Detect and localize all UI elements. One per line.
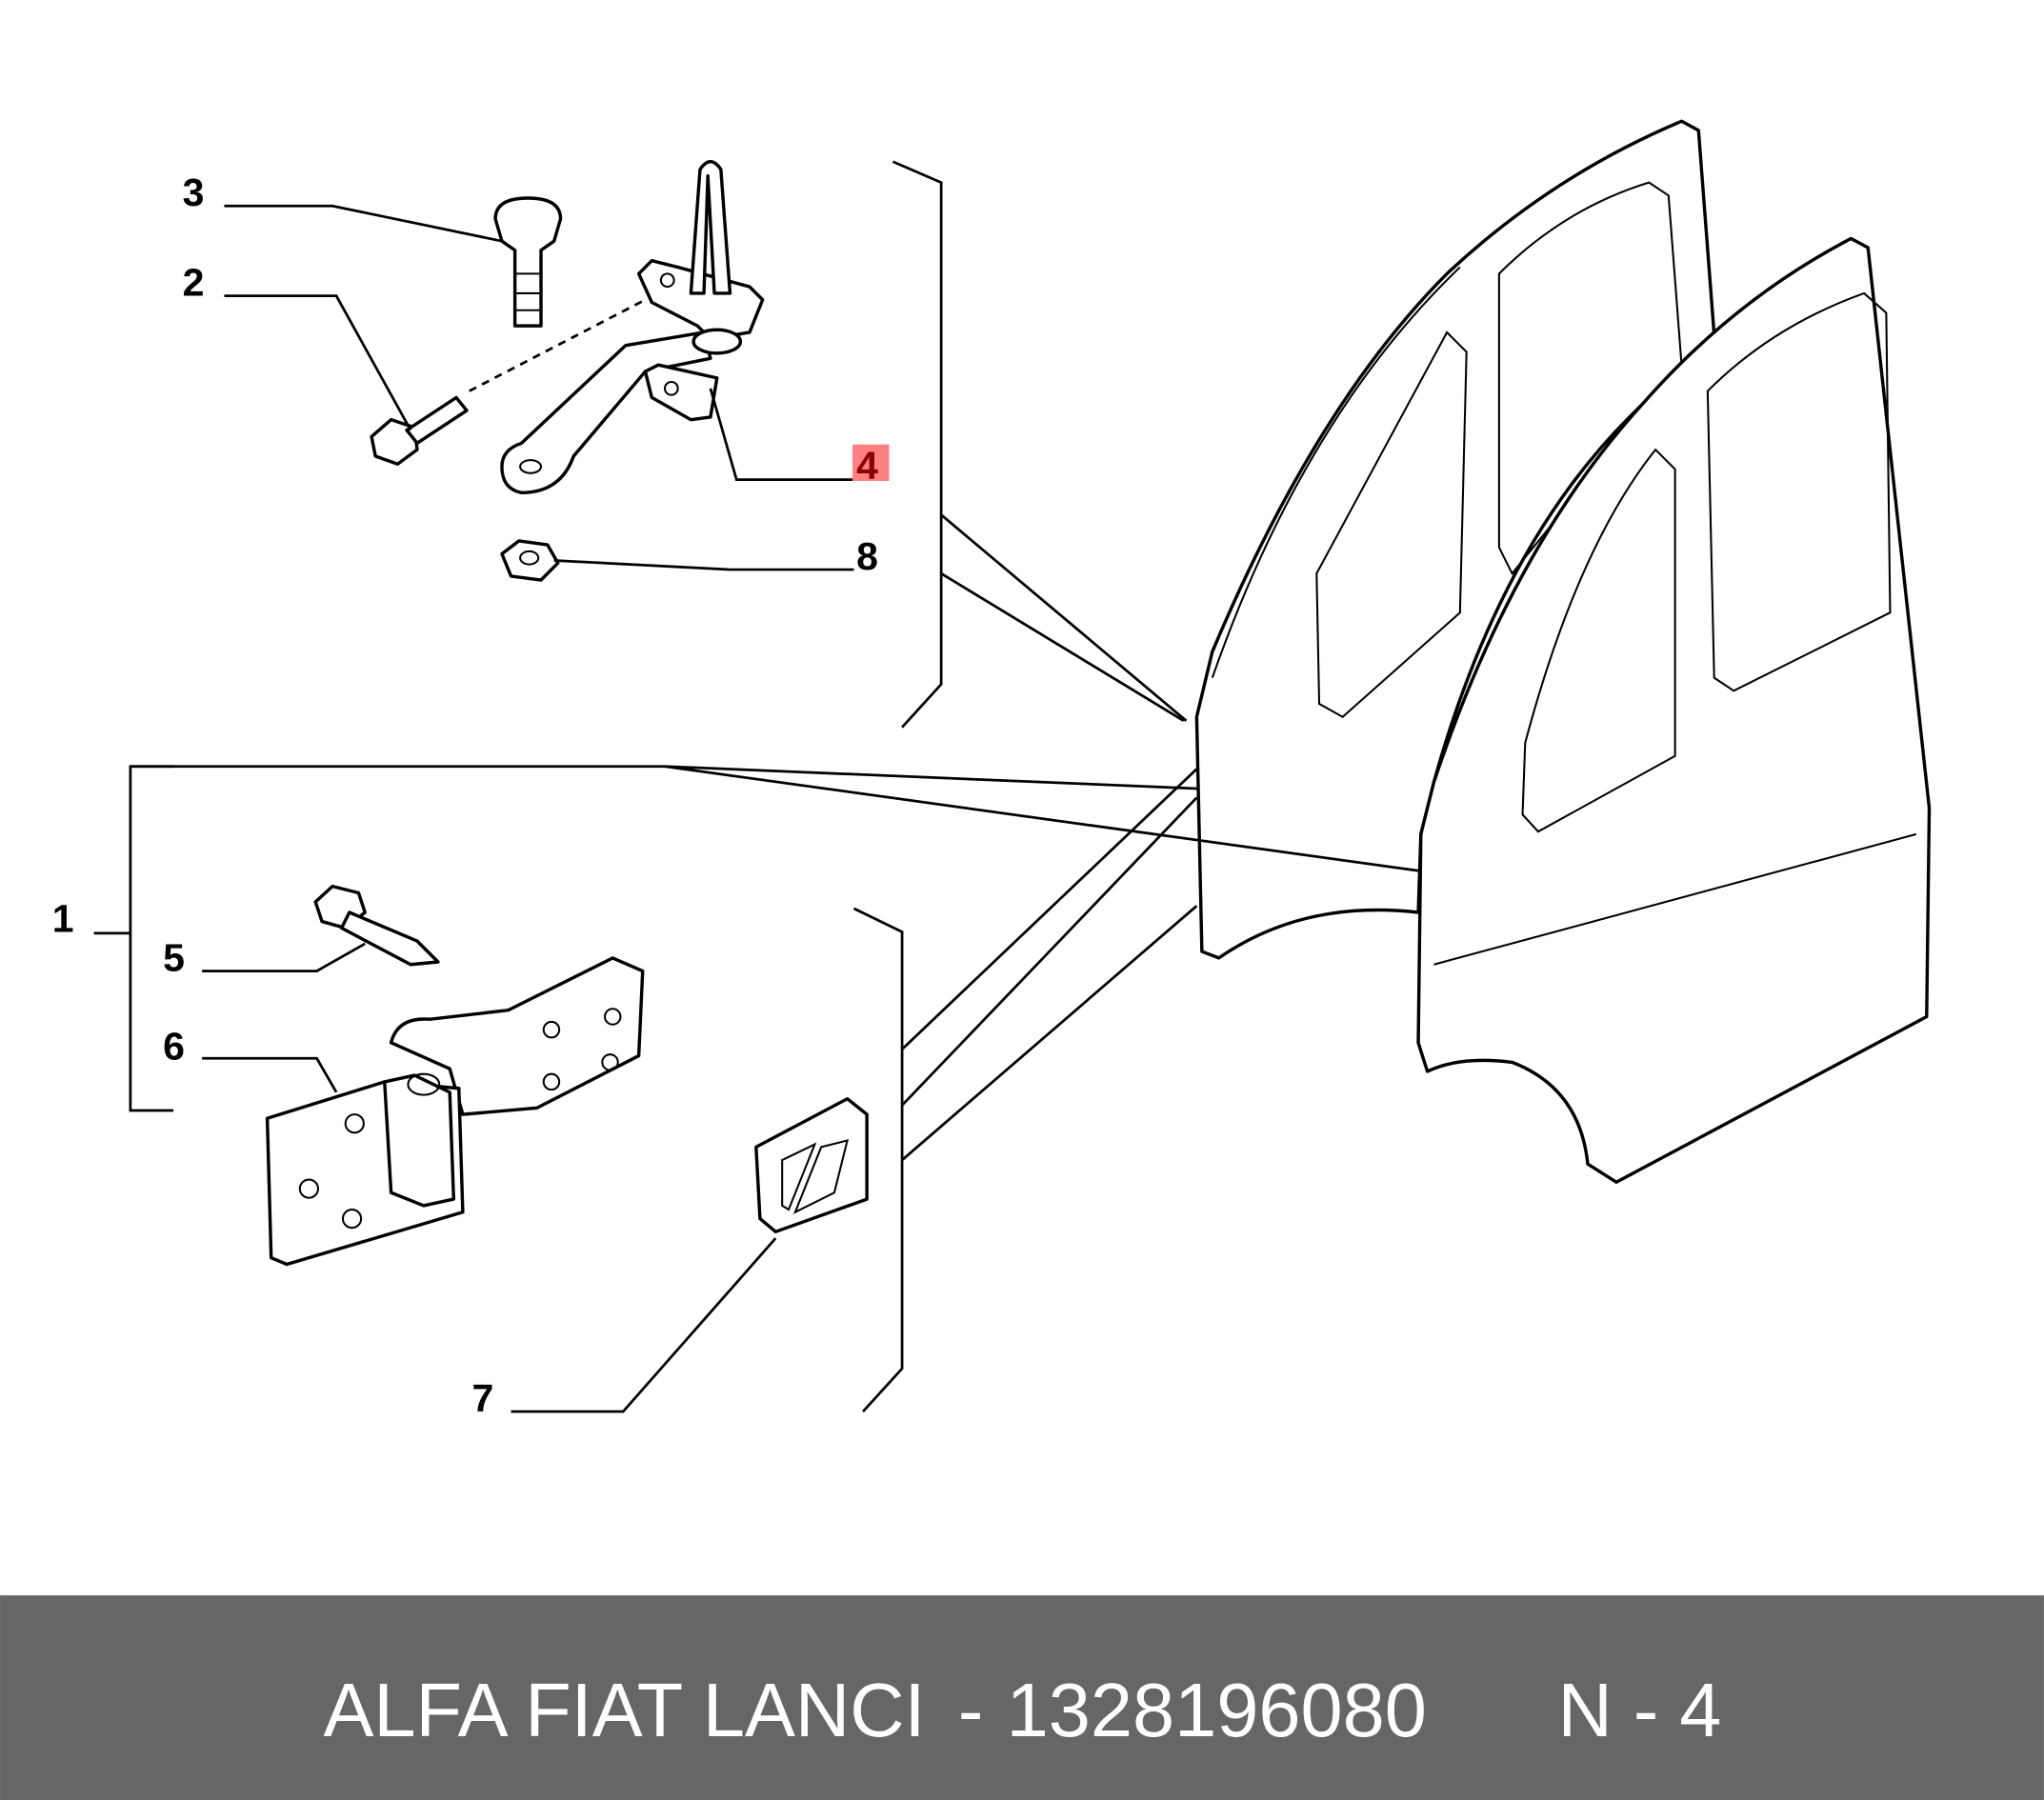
leader-lines bbox=[93, 160, 1419, 1413]
callout-8: 8 bbox=[856, 534, 878, 578]
callout-4: 4 bbox=[856, 443, 878, 487]
callout-2: 2 bbox=[183, 261, 205, 305]
footer-position: N - 4 bbox=[1557, 1668, 1721, 1752]
callout-5: 5 bbox=[163, 936, 185, 980]
callout-7: 7 bbox=[471, 1376, 493, 1420]
part-2-bolt bbox=[370, 298, 647, 466]
part-3-hinge-pin bbox=[493, 196, 563, 328]
callout-1: 1 bbox=[52, 897, 74, 941]
part-6-hinge bbox=[265, 956, 645, 1267]
footer-part-number: 1328196080 bbox=[1007, 1668, 1427, 1752]
callout-4-highlight bbox=[852, 444, 890, 482]
front-door bbox=[1416, 236, 1932, 1185]
part-7-shim bbox=[754, 1096, 869, 1234]
callout-6: 6 bbox=[163, 1025, 185, 1069]
part-4-door-check bbox=[500, 160, 765, 495]
footer-separator: - bbox=[958, 1668, 983, 1752]
callout-3: 3 bbox=[183, 170, 205, 214]
part-5-bolt bbox=[313, 884, 440, 967]
part-8-nut bbox=[500, 539, 560, 582]
footer-brand: ALFA FIAT LANCI bbox=[323, 1668, 925, 1752]
footer-bar bbox=[0, 1595, 2044, 1800]
